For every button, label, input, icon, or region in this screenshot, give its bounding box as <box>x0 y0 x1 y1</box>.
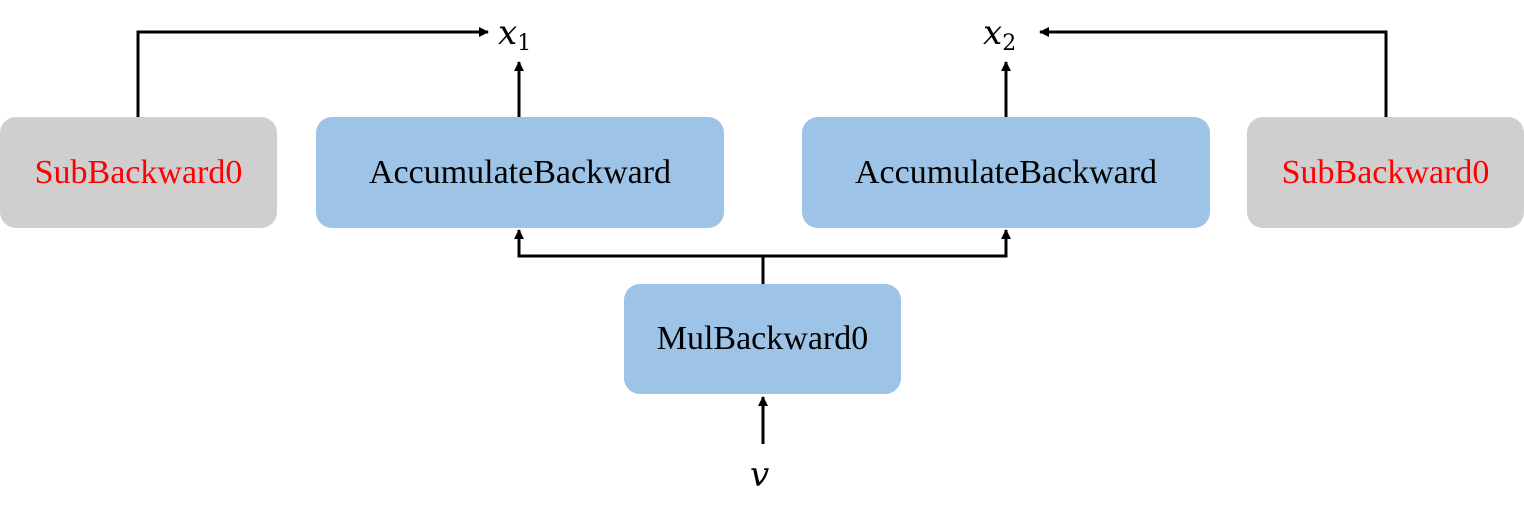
node-label: AccumulateBackward <box>368 153 672 191</box>
var-x1-subscript: 1 <box>517 31 532 56</box>
var-x2: x2 <box>983 16 1016 55</box>
edge-mul-to-accright <box>763 229 1011 258</box>
node-subbackward-right: SubBackward0 <box>1247 117 1524 228</box>
edge-mul-to-accleft <box>514 229 763 258</box>
var-x1: x1 <box>498 16 531 55</box>
node-mulbackward: MulBackward0 <box>624 284 901 394</box>
node-subbackward-left: SubBackward0 <box>0 117 277 228</box>
var-x2-subscript: 2 <box>1002 31 1017 56</box>
var-v: v <box>750 458 769 492</box>
edge-subright-to-x2 <box>1039 27 1388 117</box>
var-x2-base: x <box>983 13 1003 53</box>
node-label: SubBackward0 <box>34 153 243 191</box>
node-label: AccumulateBackward <box>854 153 1158 191</box>
var-v-label: v <box>750 455 770 495</box>
node-label: MulBackward0 <box>656 320 869 357</box>
node-accumulatebackward-right: AccumulateBackward <box>802 117 1210 228</box>
edge-subleft-to-x1 <box>136 27 489 117</box>
node-label: SubBackward0 <box>1281 153 1490 191</box>
var-x1-base: x <box>498 13 518 53</box>
node-accumulatebackward-left: AccumulateBackward <box>316 117 724 228</box>
